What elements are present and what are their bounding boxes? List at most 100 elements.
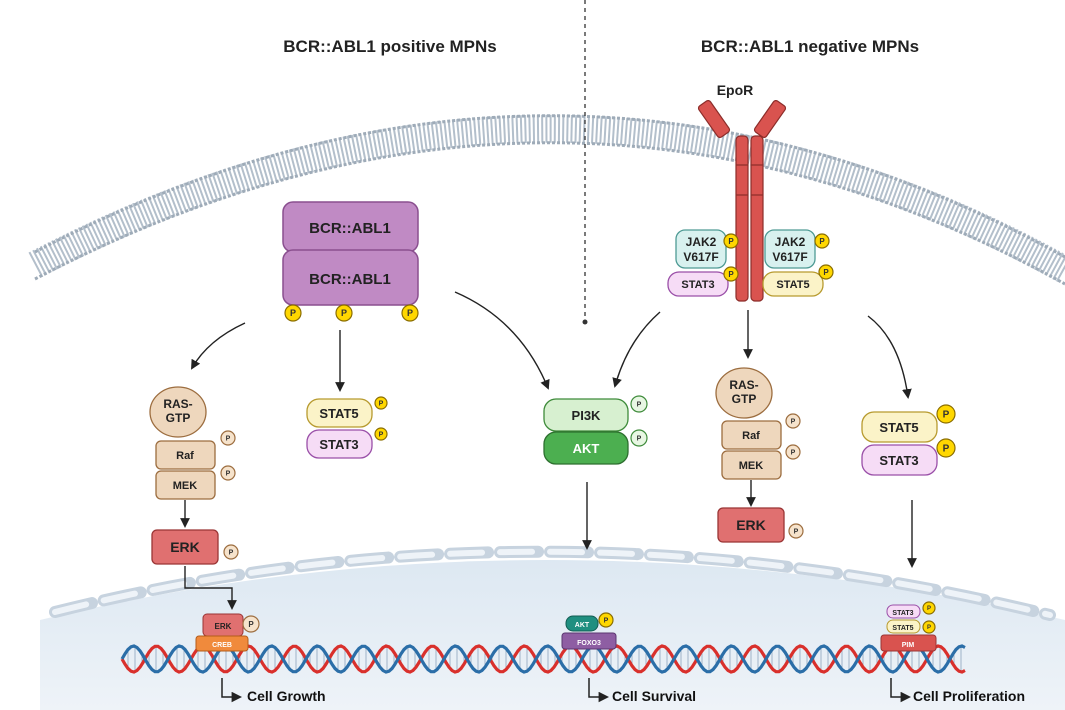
stat3-receptor: STAT3 xyxy=(667,271,729,297)
phospho-badge xyxy=(220,465,236,481)
phospho-label: P xyxy=(943,410,950,421)
svg-text:STAT3: STAT3 xyxy=(892,610,913,617)
signal-arrows xyxy=(180,291,917,610)
phospho-badge xyxy=(630,395,648,413)
phospho-badge xyxy=(814,233,830,249)
left-stat-pair: STAT5 STAT3 xyxy=(306,398,373,459)
transcription-arrows xyxy=(221,678,912,703)
svg-text:STAT3: STAT3 xyxy=(319,437,358,452)
svg-text:STAT3: STAT3 xyxy=(681,279,714,291)
phospho-label: P xyxy=(379,401,384,408)
cell-membrane xyxy=(28,114,1065,283)
phospho-badge xyxy=(374,427,388,441)
phospho-badge xyxy=(936,438,956,458)
phospho-label: P xyxy=(229,550,234,557)
svg-text:V617F: V617F xyxy=(772,250,807,264)
nuclear-akt-foxo3: AKT FOXO3 xyxy=(561,615,617,650)
phospho-badge xyxy=(284,304,302,322)
bcr-abl1-top-label: BCR::ABL1 xyxy=(309,220,391,237)
pi3k-akt: PI3K AKT xyxy=(543,398,629,465)
svg-text:Raf: Raf xyxy=(742,430,760,442)
svg-text:AKT: AKT xyxy=(575,622,590,629)
phospho-label: P xyxy=(728,270,734,279)
phospho-label: P xyxy=(226,471,231,478)
phospho-badge xyxy=(220,430,236,446)
svg-text:MEK: MEK xyxy=(739,460,764,472)
phospho-label: P xyxy=(791,450,796,457)
phospho-label: P xyxy=(604,618,609,625)
nuclear-erk-creb: ERK CREB xyxy=(195,613,249,652)
phospho-label: P xyxy=(407,308,413,318)
svg-text:RAS-: RAS- xyxy=(729,378,758,392)
bcr-abl1-bottom-label: BCR::ABL1 xyxy=(309,271,391,288)
svg-text:JAK2: JAK2 xyxy=(775,235,806,249)
phospho-badge xyxy=(630,429,648,447)
svg-text:Raf: Raf xyxy=(176,450,194,462)
bcr-abl1-complex: BCR::ABL1 BCR::ABL1 xyxy=(282,201,419,306)
phospho-label: P xyxy=(794,529,799,536)
epor-label: EpoR xyxy=(717,82,754,98)
jak2-right: JAK2 V617F xyxy=(764,229,816,269)
svg-text:STAT5: STAT5 xyxy=(892,625,913,632)
svg-text:RAS-: RAS- xyxy=(163,397,192,411)
svg-text:GTP: GTP xyxy=(166,411,191,425)
phospho-label: P xyxy=(728,237,734,246)
jak2-left: JAK2 V617F xyxy=(675,229,727,269)
svg-text:ERK: ERK xyxy=(215,622,232,631)
phospho-label: P xyxy=(290,308,296,318)
svg-text:STAT5: STAT5 xyxy=(776,279,809,291)
phospho-badge xyxy=(936,404,956,424)
phospho-badge xyxy=(922,620,936,634)
phospho-label: P xyxy=(819,237,825,246)
header-right: BCR::ABL1 negative MPNs xyxy=(701,37,919,56)
phospho-badge xyxy=(723,266,739,282)
outcome-survival: Cell Survival xyxy=(612,688,696,704)
phospho-badge xyxy=(598,612,614,628)
phospho-badge xyxy=(922,601,936,615)
phospho-label: P xyxy=(927,606,931,612)
phospho-label: P xyxy=(226,436,231,443)
svg-text:ERK: ERK xyxy=(170,539,200,555)
phospho-label: P xyxy=(248,620,254,629)
phospho-label: P xyxy=(791,419,796,426)
right-stat-pair: STAT5 STAT3 xyxy=(861,411,938,476)
right-ras-cascade: RAS- GTP Raf MEK ERK xyxy=(715,367,785,543)
phospho-label: P xyxy=(341,308,347,318)
phospho-badge xyxy=(785,413,801,429)
phospho-label: P xyxy=(943,444,950,455)
phospho-badge xyxy=(401,304,419,322)
header-left: BCR::ABL1 positive MPNs xyxy=(283,37,496,56)
svg-text:STAT5: STAT5 xyxy=(319,406,358,421)
phospho-badge xyxy=(785,444,801,460)
phospho-badge xyxy=(788,523,804,539)
phospho-badge xyxy=(335,304,353,322)
phospho-label: P xyxy=(927,625,931,631)
svg-text:STAT5: STAT5 xyxy=(879,420,918,435)
svg-text:GTP: GTP xyxy=(732,392,757,406)
svg-text:JAK2: JAK2 xyxy=(686,235,717,249)
svg-text:AKT: AKT xyxy=(573,441,600,456)
stat5-receptor: STAT5 xyxy=(762,271,824,297)
svg-text:PIM: PIM xyxy=(902,642,915,649)
svg-text:STAT3: STAT3 xyxy=(879,453,918,468)
phospho-badge xyxy=(242,615,260,633)
phospho-badge xyxy=(223,544,239,560)
svg-text:V617F: V617F xyxy=(683,250,718,264)
dna-strand xyxy=(120,644,966,674)
phospho-badge xyxy=(374,396,388,410)
svg-text:MEK: MEK xyxy=(173,480,198,492)
svg-text:ERK: ERK xyxy=(736,517,766,533)
svg-text:CREB: CREB xyxy=(212,642,232,649)
phospho-label: P xyxy=(637,436,642,443)
left-ras-cascade: RAS- GTP Raf MEK ERK xyxy=(149,386,219,565)
svg-text:PI3K: PI3K xyxy=(572,408,602,423)
outcome-growth: Cell Growth xyxy=(247,688,326,704)
svg-text:FOXO3: FOXO3 xyxy=(577,640,601,647)
outcome-proliferation: Cell Proliferation xyxy=(913,688,1025,704)
phospho-label: P xyxy=(637,402,642,409)
phospho-badge xyxy=(818,264,834,280)
nuclear-stat-pim: STAT3 STAT5 PIM xyxy=(880,604,937,652)
